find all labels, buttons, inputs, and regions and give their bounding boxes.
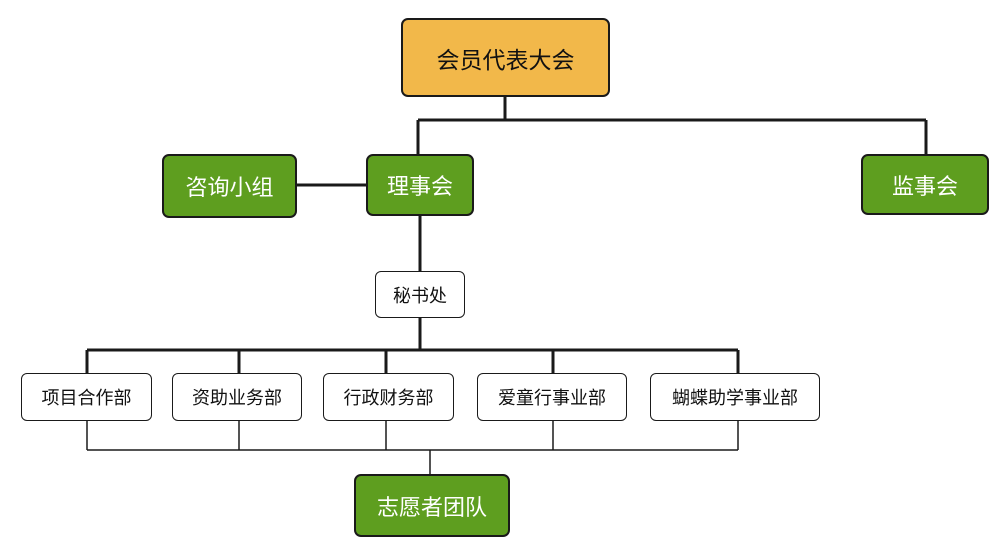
node-dept-aitong: 爱童行事业部 — [477, 373, 627, 421]
node-advisory-group: 咨询小组 — [162, 154, 297, 218]
node-supervisory-board: 监事会 — [861, 154, 989, 215]
node-volunteer-team: 志愿者团队 — [354, 474, 510, 537]
node-member-assembly: 会员代表大会 — [401, 18, 610, 97]
node-dept-butterfly-education: 蝴蝶助学事业部 — [650, 373, 820, 421]
node-dept-admin-finance: 行政财务部 — [323, 373, 454, 421]
node-dept-funding-business: 资助业务部 — [172, 373, 302, 421]
node-council: 理事会 — [366, 154, 474, 216]
node-secretariat: 秘书处 — [375, 271, 465, 318]
node-dept-project-cooperation: 项目合作部 — [21, 373, 152, 421]
